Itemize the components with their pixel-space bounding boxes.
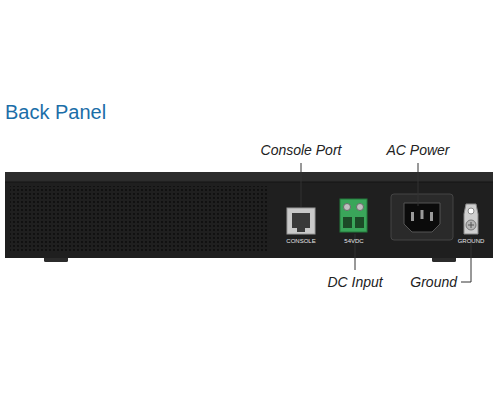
- dc-terminal-block: [340, 199, 367, 232]
- callout-label: AC Power: [386, 142, 449, 158]
- port-marking: 54VDC: [344, 238, 363, 245]
- lug-hole: [468, 208, 474, 214]
- leader-line: [301, 163, 302, 207]
- callout-label: Ground: [410, 274, 457, 290]
- rj45-opening: [292, 213, 310, 228]
- chassis-top-edge: [5, 172, 493, 182]
- iec-inlet: [404, 203, 440, 232]
- screw-slot: [471, 222, 472, 228]
- vent-holes: [10, 186, 268, 252]
- ac-inlet-frame: [391, 194, 453, 240]
- panel-title: Back Panel: [5, 101, 106, 124]
- inlet-pin: [421, 210, 424, 219]
- terminal-screw: [344, 204, 351, 211]
- rj45-latch: [297, 228, 305, 232]
- inlet-pin: [411, 212, 414, 221]
- inlet-pin: [430, 212, 433, 221]
- ground-lug: [464, 204, 478, 234]
- terminal-screw: [357, 204, 364, 211]
- port-marking: GROUND: [458, 238, 485, 245]
- callout-label: DC Input: [327, 274, 382, 290]
- ground-screw: [466, 220, 476, 230]
- rj45-port: [287, 208, 315, 234]
- leader-line: [418, 163, 419, 206]
- chassis-seam: [5, 182, 493, 183]
- port-marking: CONSOLE: [286, 238, 315, 245]
- callout-label: Console Port: [261, 142, 342, 158]
- chassis: [5, 172, 493, 258]
- terminal-slot: [355, 217, 364, 228]
- terminal-slot: [343, 217, 352, 228]
